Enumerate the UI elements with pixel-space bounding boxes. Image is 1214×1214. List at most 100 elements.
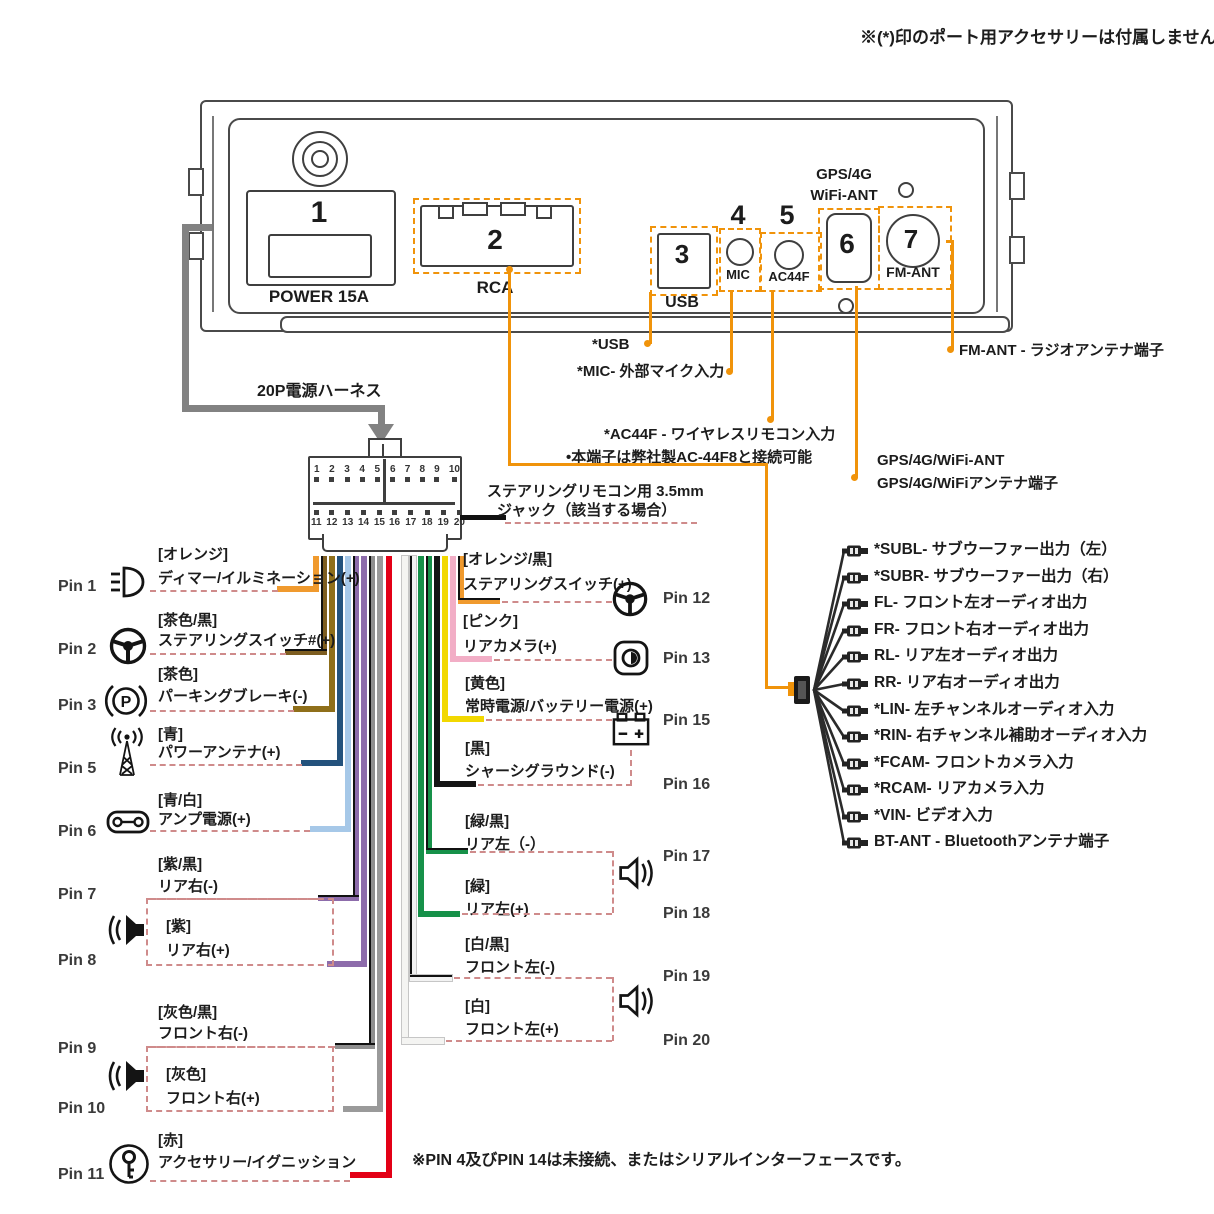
pin-contact — [451, 477, 457, 482]
pin10-label: Pin 10 — [58, 1100, 106, 1117]
port-usb-highlight-box — [650, 226, 718, 296]
pin-contact — [374, 477, 380, 482]
pin17-leader — [470, 851, 612, 853]
rca-route-v1 — [508, 270, 511, 466]
pin13-label: Pin 13 — [663, 650, 711, 667]
usb-callout-line — [649, 292, 652, 344]
pin9-color-tag: [灰色/黒] — [158, 1004, 218, 1021]
mount-tab-right-2 — [1009, 236, 1025, 264]
wire-pin1-h — [277, 586, 319, 592]
pin16-label: Pin 16 — [663, 776, 711, 793]
port-gps-label-line2: WiFi-ANT — [810, 187, 878, 204]
connector-bottom-tab — [322, 534, 448, 552]
port-rca-notch-1 — [438, 205, 454, 219]
wire-pin16-v — [434, 556, 440, 787]
pin17-color-tag: [緑/黒] — [465, 813, 510, 830]
pin7-label: Pin 7 — [58, 886, 97, 903]
harness-label: 20P電源ハーネス — [257, 383, 382, 400]
pin1-name: ディマー/イルミネーション(+) — [158, 570, 360, 587]
rca-route-h2 — [765, 686, 797, 689]
port-usb-number: 3 — [674, 239, 690, 269]
pin11-color-tag: [赤] — [158, 1132, 183, 1149]
wire-pin19-h — [410, 975, 452, 981]
pin-number: 13 — [342, 517, 354, 528]
wire-pin8-v — [361, 556, 367, 967]
rca-output-label: BT-ANT - Bluetoothアンテナ端子 — [874, 833, 1110, 850]
pin-contact — [361, 510, 367, 515]
wire-pin15-h — [442, 716, 484, 722]
pin-contact — [424, 510, 430, 515]
pin-contact — [359, 477, 365, 482]
top-note: ※(*)印のポート用アクセサリーは付属しません — [860, 28, 1214, 47]
wire-pin1-v — [313, 556, 319, 592]
pin-contact — [329, 477, 335, 482]
ac44f-callout-line — [771, 290, 774, 420]
pin5-label: Pin 5 — [58, 760, 97, 777]
pin-number: 9 — [434, 464, 440, 475]
pin19-label: Pin 19 — [663, 968, 711, 985]
pin-number: 11 — [311, 517, 322, 528]
pin-number: 1 — [314, 464, 320, 475]
pin8-color-tag: [紫] — [166, 918, 191, 935]
wire-pin3-v — [329, 556, 335, 712]
wire-pin5-h — [301, 760, 343, 766]
port-rca-notch-4 — [536, 205, 552, 219]
wire-pin2-h — [285, 649, 327, 655]
rca-splitter-plug — [788, 682, 794, 696]
pin10-name: フロント右(+) — [166, 1090, 260, 1107]
rca-route-h1 — [508, 463, 768, 466]
rca-output-label: *FCAM- フロントカメラ入力 — [874, 754, 1074, 771]
wire-pin15-v — [442, 556, 448, 722]
steering-jack-label-line2: ジャック（該当する場合） — [497, 502, 677, 519]
pin3-leader — [150, 710, 294, 712]
rca-route-v2 — [765, 463, 768, 689]
chassis-rail-left — [212, 116, 214, 312]
pin7-color-tag: [紫/黒] — [158, 856, 203, 873]
port-rca-label: RCA — [476, 278, 514, 297]
pin5-name: パワーアンテナ(+) — [158, 744, 281, 761]
pin18-color-tag: [緑] — [465, 878, 490, 895]
port-mic-jack — [726, 238, 754, 266]
pin-number: 14 — [357, 517, 370, 528]
wire-pin18-v — [418, 556, 424, 917]
pin13-leader — [494, 659, 612, 661]
pin7-name: リア右(-) — [158, 878, 218, 895]
wire-pin5-v — [337, 556, 343, 766]
pin16-leader — [478, 784, 632, 786]
pin-contact — [329, 510, 335, 515]
rca-route-dot — [506, 266, 513, 273]
speaker-icon — [617, 982, 657, 1020]
pin19-name: フロント左(-) — [465, 959, 555, 976]
pin-contact — [390, 477, 396, 482]
rca-plug-icon — [842, 597, 869, 611]
connector-center-divider — [383, 459, 386, 503]
mic-callout-line — [730, 290, 733, 372]
pin3-label: Pin 3 — [58, 697, 97, 714]
port-usb — [657, 233, 711, 289]
mount-tab-right-1 — [1009, 172, 1025, 200]
pin2-label: Pin 2 — [58, 641, 97, 658]
port-ac44f-highlight-box — [760, 232, 822, 292]
rear-left-speaker-leader — [612, 851, 614, 913]
fm-callout-elbow — [946, 240, 954, 243]
chassis-bottom-strip — [280, 316, 1010, 333]
fm-callout-label: FM-ANT - ラジオアンテナ端子 — [959, 342, 1164, 359]
rca-plug-icon — [842, 730, 869, 744]
pin20-name: フロント左(+) — [465, 1021, 559, 1038]
steering-wheel-icon — [611, 580, 649, 618]
pin-contact — [376, 510, 382, 515]
mount-tab-left-2 — [188, 232, 204, 260]
connector-pins-11-15: 11 12 13 14 15 — [311, 508, 385, 528]
bottom-note: ※PIN 4及びPIN 14は未接続、またはシリアルインターフェースです。 — [412, 1152, 911, 1169]
pin6-leader — [150, 830, 310, 832]
ac44f-callout-line1: *AC44F - ワイヤレスリモコン入力 — [604, 426, 836, 443]
rca-output-label: FR- フロント右オーディオ出力 — [874, 621, 1090, 638]
usb-callout-dot — [644, 340, 651, 347]
rca-plug-icon — [842, 783, 869, 797]
antenna-icon — [106, 726, 148, 778]
wire-pin10-h — [343, 1106, 383, 1112]
pin19-leader — [454, 977, 612, 979]
pin1-label: Pin 1 — [58, 578, 97, 595]
pin-number: 16 — [389, 517, 401, 528]
